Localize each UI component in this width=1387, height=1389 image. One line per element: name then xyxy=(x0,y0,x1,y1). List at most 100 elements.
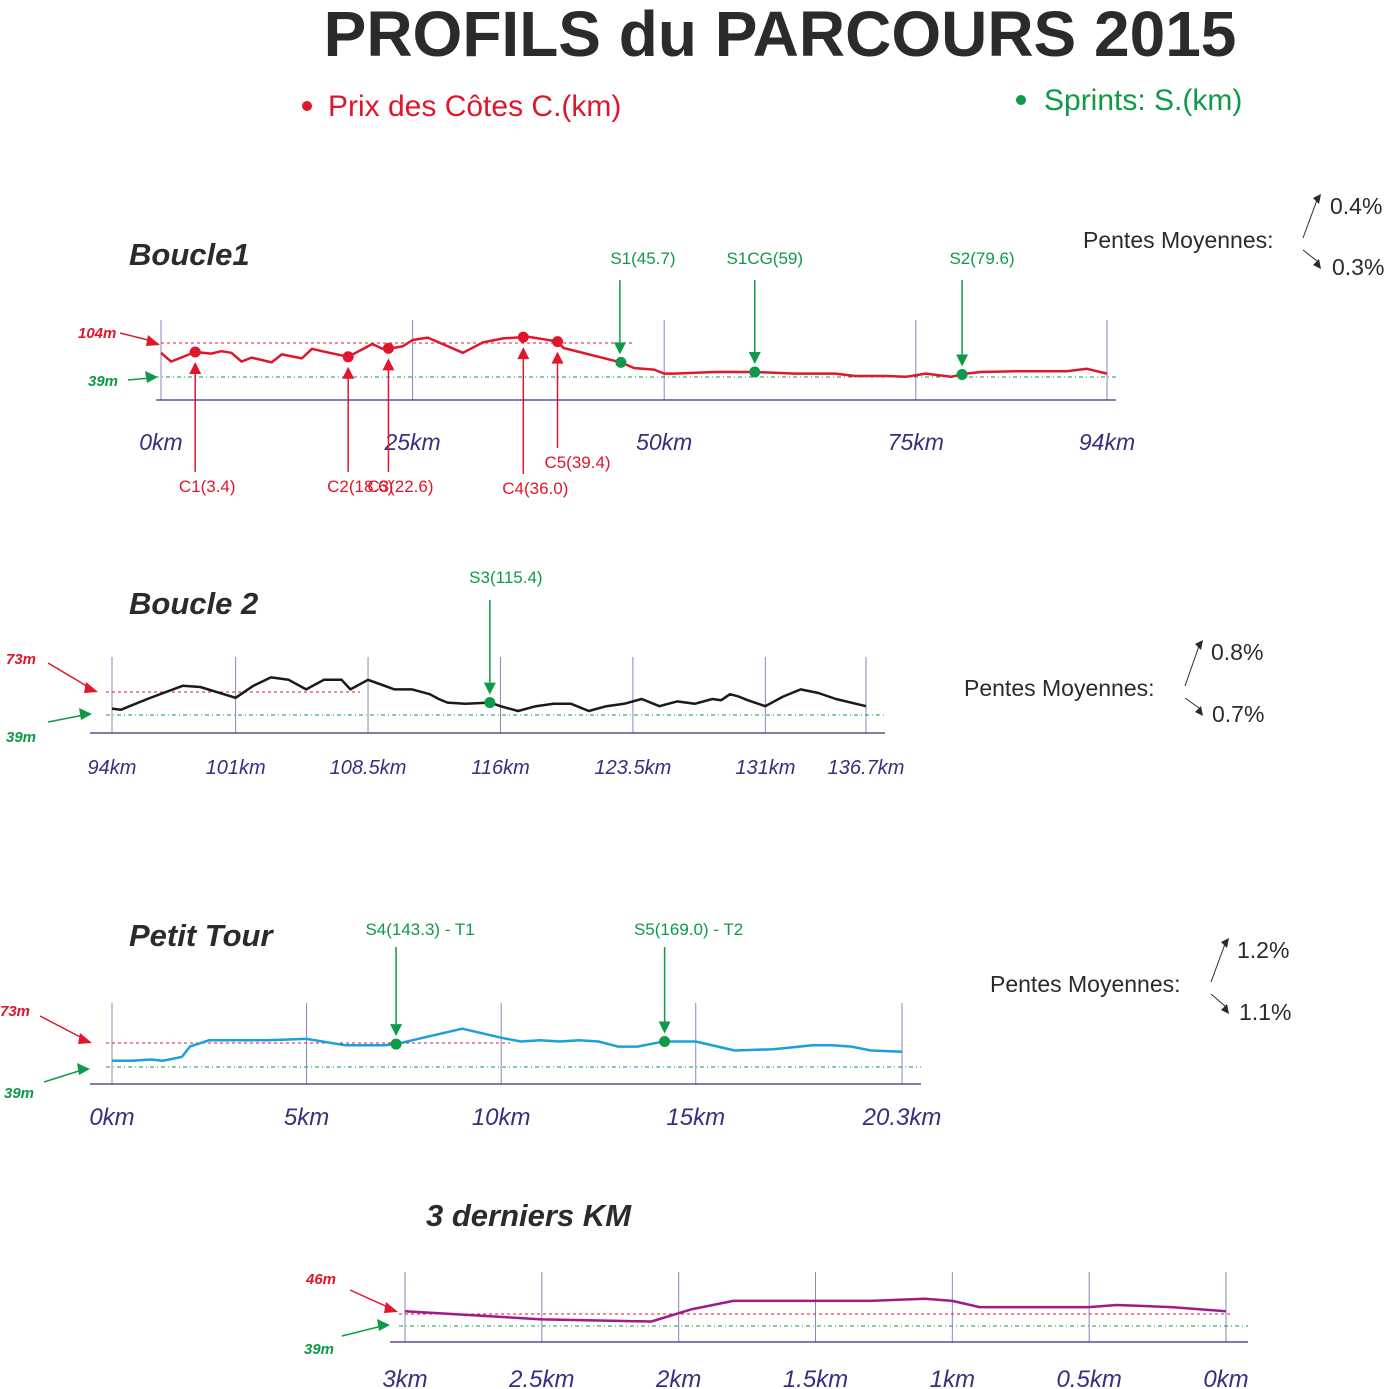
chart-title: 3 derniers KM xyxy=(426,1198,632,1233)
average-slope-down: 0.3% xyxy=(1332,254,1384,280)
cote-legend-dot xyxy=(302,101,312,111)
elevation-profile-line xyxy=(112,1027,903,1063)
max-altitude-label: 104m xyxy=(78,325,116,342)
chart-title: Boucle 2 xyxy=(129,586,258,621)
sprint-arrowhead xyxy=(390,1024,403,1037)
slope-up-arrow xyxy=(1302,199,1318,239)
x-tick-label: 94km xyxy=(1079,429,1135,455)
sprint-marker xyxy=(615,356,627,368)
sprint-arrowhead xyxy=(956,354,969,367)
min-altitude-label: 39m xyxy=(6,729,36,746)
profile-chart-1: Boucle1 0km 25km 50km 75km 94km 104m 39mC1(3.4)… xyxy=(78,193,1384,498)
slope-up-arrow xyxy=(1210,943,1226,983)
max-altitude-arrowhead xyxy=(78,1033,92,1044)
climb-marker xyxy=(342,351,354,363)
min-altitude-label: 39m xyxy=(304,1341,334,1358)
slope-down-arrowhead xyxy=(1195,706,1203,716)
page-title: PROFILS du PARCOURS 2015 xyxy=(324,0,1237,70)
sprint-legend-label: Sprints: S.(km) xyxy=(1044,84,1242,117)
x-tick-label: 0km xyxy=(1203,1366,1248,1389)
sprint-arrowhead xyxy=(658,1021,671,1034)
average-slope-up: 0.8% xyxy=(1211,639,1263,665)
max-altitude-arrow xyxy=(39,1015,85,1040)
average-slope-down: 1.1% xyxy=(1239,999,1291,1025)
x-tick-label: 2.5km xyxy=(508,1366,574,1389)
min-altitude-arrow xyxy=(341,1325,383,1337)
sprint-label: S1CG(59) xyxy=(727,249,804,268)
climb-arrowhead xyxy=(517,347,530,360)
climb-marker xyxy=(517,331,529,343)
x-tick-label: 15km xyxy=(666,1104,725,1131)
sprint-label: S2(79.6) xyxy=(949,249,1014,268)
sprint-label: S5(169.0) - T2 xyxy=(634,920,743,939)
x-tick-label: 75km xyxy=(888,429,944,455)
slope-down-arrow xyxy=(1184,697,1200,709)
slope-down-arrow xyxy=(1210,993,1226,1007)
elevation-profile-line xyxy=(404,1297,1227,1323)
climb-marker xyxy=(382,342,394,354)
x-tick-label: 3km xyxy=(382,1366,427,1389)
sprint-marker xyxy=(659,1036,671,1047)
x-tick-label: 2km xyxy=(655,1366,701,1389)
min-altitude-arrow xyxy=(43,1069,83,1083)
max-altitude-label: 73m xyxy=(0,1003,30,1020)
slope-up-arrowhead xyxy=(1221,938,1229,948)
sprint-arrowhead xyxy=(613,342,626,355)
sprint-marker xyxy=(484,697,496,709)
min-altitude-arrowhead xyxy=(145,371,158,383)
climb-label: C3(22.6) xyxy=(367,477,433,496)
climb-arrowhead xyxy=(382,358,395,371)
chart-title: Petit Tour xyxy=(129,918,274,953)
min-altitude-label: 39m xyxy=(88,373,118,390)
x-tick-label: 123.5km xyxy=(595,757,672,779)
max-altitude-arrow xyxy=(119,332,153,342)
sprint-label: S1(45.7) xyxy=(610,249,675,268)
x-tick-label: 25km xyxy=(383,429,440,455)
max-altitude-arrow xyxy=(349,1289,391,1309)
average-slopes-label: Pentes Moyennes: xyxy=(1083,227,1274,253)
average-slope-up: 0.4% xyxy=(1330,193,1382,219)
x-tick-label: 0km xyxy=(89,1104,134,1131)
climb-arrowhead xyxy=(342,366,355,379)
x-tick-label: 0.5km xyxy=(1056,1366,1121,1389)
max-altitude-arrow xyxy=(47,662,91,689)
sprint-marker xyxy=(390,1038,402,1050)
average-slopes-label: Pentes Moyennes: xyxy=(990,971,1181,997)
chart-title: Boucle1 xyxy=(129,237,250,272)
x-tick-label: 20.3km xyxy=(862,1104,942,1131)
min-altitude-arrow xyxy=(47,714,85,723)
x-tick-label: 136.7km xyxy=(828,757,905,779)
climb-marker xyxy=(189,346,201,358)
sprint-arrowhead xyxy=(748,352,761,364)
climb-arrowhead xyxy=(551,351,564,364)
average-slopes-label: Pentes Moyennes: xyxy=(964,675,1155,701)
max-altitude-arrowhead xyxy=(84,682,98,693)
slope-down-arrowhead xyxy=(1313,259,1321,269)
max-altitude-arrowhead xyxy=(146,335,160,346)
slope-up-arrowhead xyxy=(1195,640,1203,650)
min-altitude-arrowhead xyxy=(377,1319,390,1331)
elevation-profile-line xyxy=(111,676,867,713)
x-tick-label: 0km xyxy=(139,429,182,455)
slope-down-arrowhead xyxy=(1221,1004,1229,1014)
min-altitude-label: 39m xyxy=(4,1085,34,1102)
min-altitude-arrowhead xyxy=(77,1063,90,1075)
x-tick-label: 5km xyxy=(284,1104,329,1131)
max-altitude-label: 46m xyxy=(305,1271,336,1288)
climb-label: C1(3.4) xyxy=(179,477,236,496)
slope-down-arrow xyxy=(1302,249,1318,262)
average-slope-down: 0.7% xyxy=(1212,701,1264,727)
sprint-arrowhead xyxy=(483,682,496,695)
slope-up-arrow xyxy=(1184,645,1200,687)
x-tick-label: 10km xyxy=(472,1104,531,1131)
climb-arrowhead xyxy=(189,362,202,374)
cote-legend-label: Prix des Côtes C.(km) xyxy=(328,90,621,123)
sprint-marker xyxy=(956,368,968,380)
x-tick-label: 50km xyxy=(636,429,692,455)
sprint-label: S3(115.4) xyxy=(469,568,542,587)
climb-label: C2(18.6) xyxy=(327,477,393,496)
slope-up-arrowhead xyxy=(1313,194,1321,204)
